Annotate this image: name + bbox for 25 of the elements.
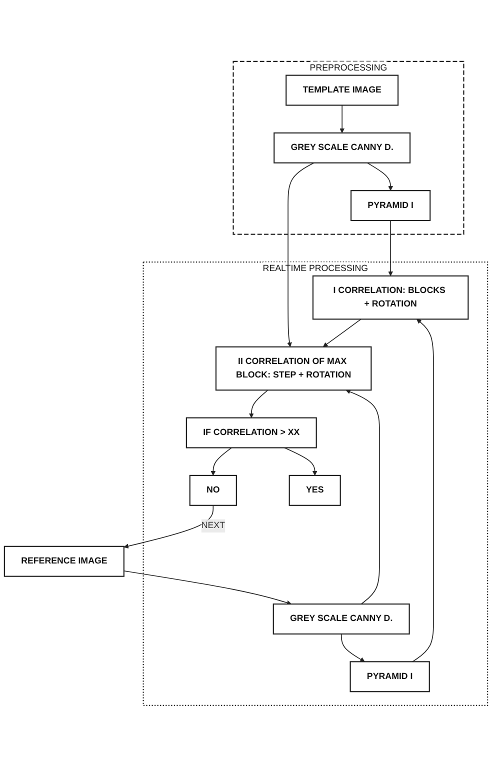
node-box: II CORRELATION OF MAX BLOCK: STEP + ROTATION [215,346,372,390]
node-box: NO [189,474,237,506]
node-box: REFERENCE IMAGE [4,545,124,576]
arrow [322,318,362,347]
node-box: GREY SCALE CANNY D. [274,132,411,163]
arrow [340,633,365,662]
arrow [366,162,393,190]
arrow [340,104,344,133]
arrow [287,162,314,347]
node-box: I CORRELATION: BLOCKS + ROTATION [312,274,469,320]
arrow [346,389,380,604]
node-box: PYRAMID I [350,660,430,692]
arrow [412,318,434,662]
arrow [284,446,318,476]
arrow [124,504,214,548]
arrow [248,389,268,418]
node-box: YES [288,474,341,506]
edge-label: NEXT [201,520,225,530]
node-box: PYRAMID I [350,190,431,221]
arrow [388,220,393,276]
node-box: TEMPLATE IMAGE [286,74,399,106]
node-box: GREY SCALE CANNY D. [272,603,410,634]
arrow [124,570,292,605]
arrow [210,446,232,476]
node-box: IF CORRELATION > XX [186,416,317,448]
